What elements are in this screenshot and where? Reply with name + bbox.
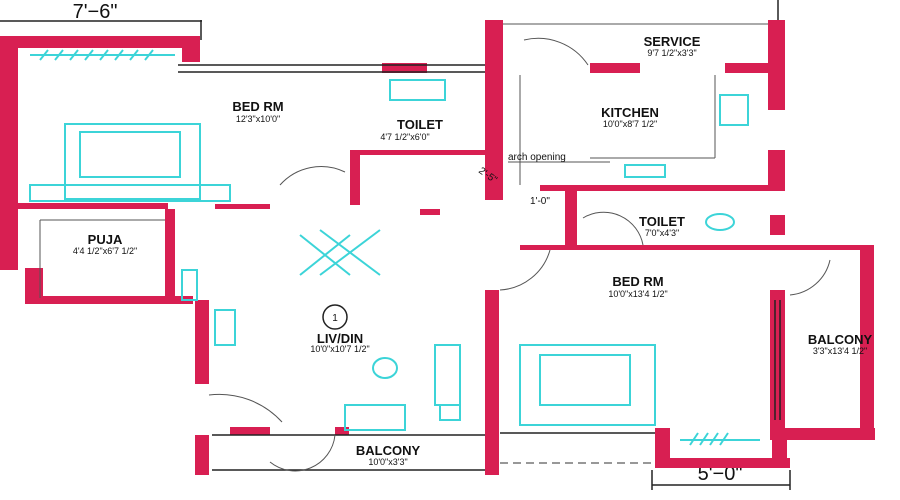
svg-text:10'0"x10'7 1/2": 10'0"x10'7 1/2"	[310, 344, 369, 354]
svg-text:10'0"x8'7 1/2": 10'0"x8'7 1/2"	[603, 119, 657, 129]
room-kitchen: KITCHEN 10'0"x8'7 1/2"	[601, 105, 659, 129]
svg-text:10'0"x13'4 1/2": 10'0"x13'4 1/2"	[608, 289, 667, 299]
room-puja: PUJA 4'4 1/2"x6'7 1/2"	[73, 232, 137, 256]
svg-text:1'-0": 1'-0"	[530, 196, 550, 207]
svg-text:TOILET: TOILET	[639, 214, 685, 229]
svg-text:5'−0": 5'−0"	[698, 463, 743, 485]
svg-text:LIV/DIN: LIV/DIN	[317, 331, 363, 346]
svg-text:BED RM: BED RM	[232, 99, 283, 114]
room-balcony-right: BALCONY 3'3"x13'4 1/2"	[808, 332, 873, 356]
dimension-bottom-right: 5'−0"	[651, 463, 791, 490]
svg-text:7'0"x4'3": 7'0"x4'3"	[645, 228, 679, 238]
svg-text:4'7 1/2"x6'0": 4'7 1/2"x6'0"	[380, 132, 429, 142]
room-toilet-1: TOILET 4'7 1/2"x6'0"	[380, 117, 443, 142]
svg-text:9'7 1/2"x3'3": 9'7 1/2"x3'3"	[647, 48, 696, 58]
room-liv-din: 1 LIV/DIN 10'0"x10'7 1/2"	[310, 304, 370, 354]
room-bed-rm-1: BED RM 12'3"x10'0"	[232, 99, 283, 124]
walls	[0, 20, 875, 475]
svg-text:SERVICE: SERVICE	[644, 34, 701, 49]
svg-text:12'3"x10'0": 12'3"x10'0"	[236, 114, 280, 124]
svg-text:BED RM: BED RM	[612, 274, 663, 289]
svg-text:BALCONY: BALCONY	[356, 443, 421, 458]
svg-text:PUJA: PUJA	[88, 232, 123, 247]
svg-text:BALCONY: BALCONY	[808, 332, 873, 347]
svg-text:4'4 1/2"x6'7 1/2": 4'4 1/2"x6'7 1/2"	[73, 246, 137, 256]
dimension-top-left: 7'−6"	[0, 1, 202, 40]
svg-text:7'−6": 7'−6"	[73, 1, 118, 23]
room-bed-rm-2: BED RM 10'0"x13'4 1/2"	[608, 274, 667, 299]
room-toilet-2: TOILET 7'0"x4'3"	[639, 214, 685, 238]
room-balcony-bottom: BALCONY 10'0"x3'3"	[356, 443, 421, 467]
furniture	[29, 49, 760, 446]
svg-text:10'0"x3'3": 10'0"x3'3"	[368, 457, 407, 467]
window-lines	[39, 23, 831, 472]
svg-text:1: 1	[332, 313, 338, 324]
svg-text:arch opening: arch opening	[508, 152, 566, 163]
room-service: SERVICE 9'7 1/2"x3'3"	[644, 34, 701, 58]
svg-text:KITCHEN: KITCHEN	[601, 105, 659, 120]
svg-text:3'3"x13'4 1/2": 3'3"x13'4 1/2"	[813, 346, 867, 356]
svg-text:TOILET: TOILET	[397, 117, 443, 132]
